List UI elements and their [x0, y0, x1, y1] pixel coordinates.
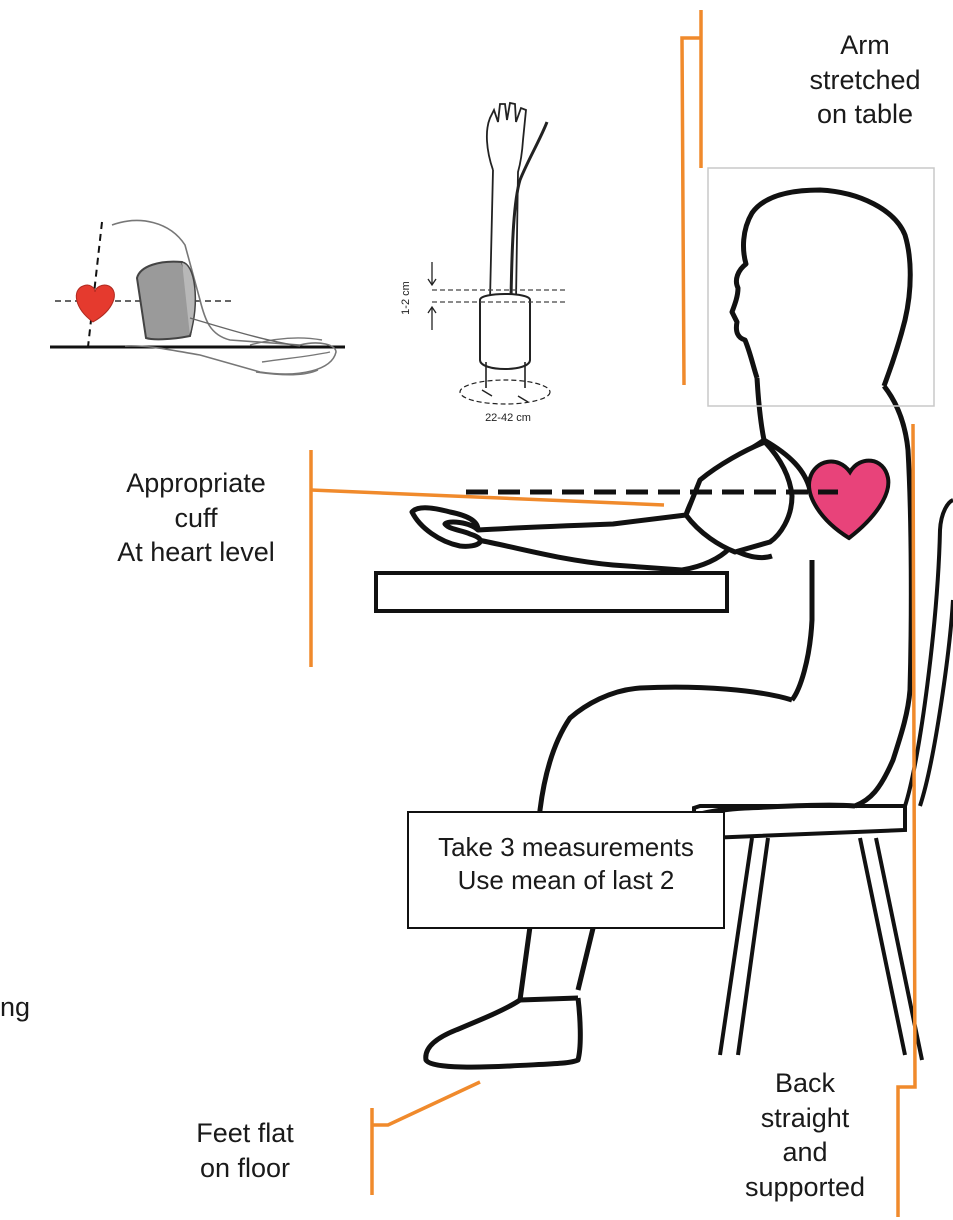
inset-vertical-dashed-line	[88, 222, 102, 347]
arm-icon	[487, 103, 526, 300]
head-frame	[708, 168, 934, 406]
cuff-heart-level-label: Appropriate cuff At heart level	[86, 466, 306, 570]
table-icon	[376, 573, 727, 611]
measurement-instructions: Take 3 measurements Use mean of last 2	[410, 831, 722, 898]
heart-icon	[809, 461, 888, 538]
feet-flat-label: Feet flat on floor	[165, 1116, 325, 1185]
cuff-offset-label: 1-2 cm	[400, 281, 412, 315]
back-straight-label: Back straight and supported	[715, 1066, 895, 1204]
inset-arm-measurement: 1-2 cm 22-42 cm	[400, 103, 565, 424]
cut-off-text: ng	[0, 990, 30, 1025]
heart-icon	[76, 285, 114, 322]
arm-stretched-label: Arm stretched on table	[785, 28, 945, 132]
main-cuff	[686, 442, 792, 552]
inset-arm-with-cuff	[50, 221, 345, 375]
arm-circumference-label: 22-42 cm	[485, 412, 531, 424]
